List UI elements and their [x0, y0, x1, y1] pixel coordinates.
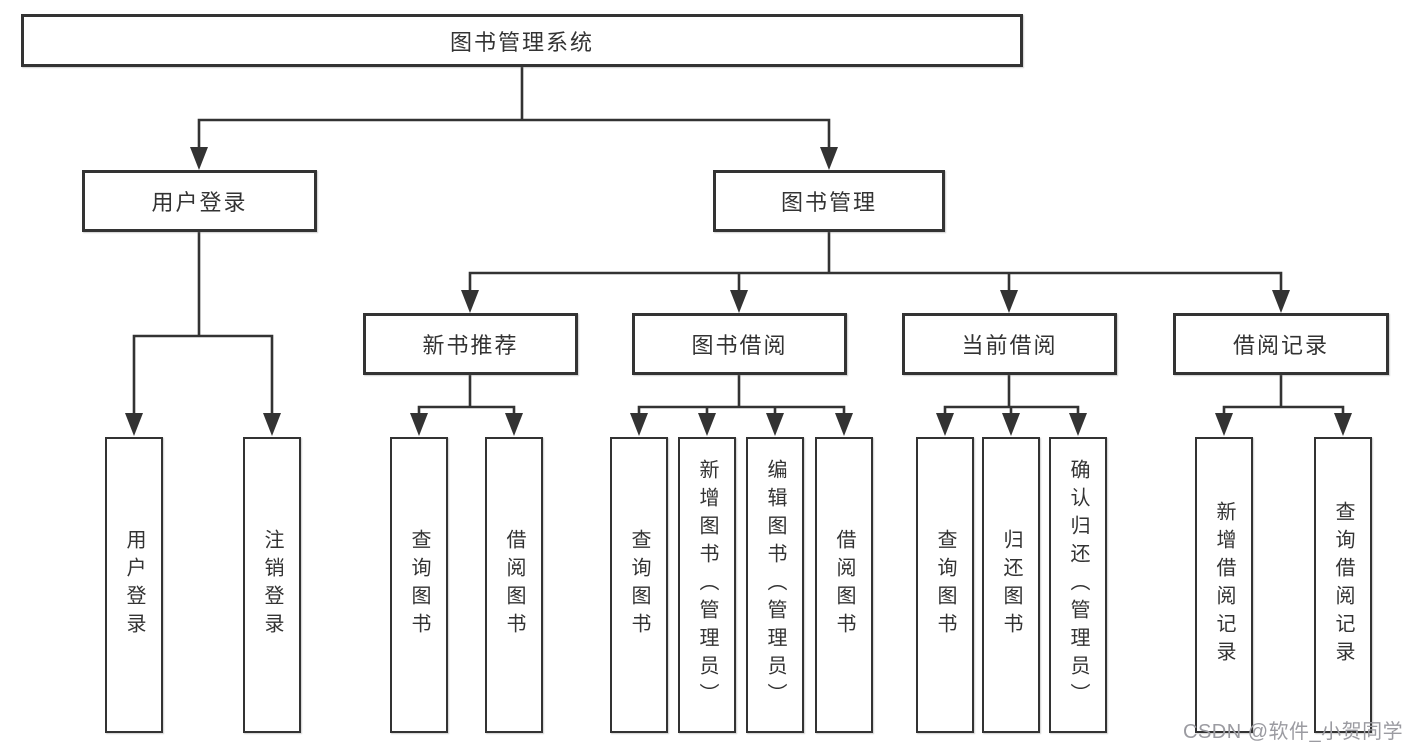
node-library-system: 图书管理系统: [21, 14, 1023, 67]
leaf-add-books-admin: 新增图书（管理员）: [678, 437, 736, 733]
leaf-borrow-books-label: 借阅图书: [833, 529, 855, 641]
node-book-management-label: 图书管理: [780, 190, 877, 215]
leaf-borrow-books-recommend-label: 借阅图书: [503, 529, 525, 641]
leaf-query-books-recommend-label: 查询图书: [408, 529, 430, 641]
node-book-borrowing-label: 图书借阅: [691, 333, 788, 358]
leaf-edit-books-admin: 编辑图书（管理员）: [746, 437, 804, 733]
leaf-edit-books-admin-label: 编辑图书（管理员）: [764, 459, 786, 711]
leaf-user-login: 用户登录: [105, 437, 163, 733]
leaf-return-books-label: 归还图书: [1000, 529, 1022, 641]
node-library-system-label: 图书管理系统: [449, 29, 594, 55]
node-current-borrowing-label: 当前借阅: [961, 333, 1058, 358]
node-borrowing-records-label: 借阅记录: [1232, 333, 1329, 358]
leaf-query-books-current-label: 查询图书: [934, 529, 956, 641]
leaf-query-books-current: 查询图书: [916, 437, 974, 733]
leaf-logout: 注销登录: [243, 437, 301, 733]
node-new-book-recommendation-label: 新书推荐: [422, 333, 519, 358]
node-new-book-recommendation: 新书推荐: [363, 313, 578, 375]
node-book-borrowing: 图书借阅: [632, 313, 847, 375]
leaf-add-borrow-record: 新增借阅记录: [1195, 437, 1253, 733]
leaf-return-books: 归还图书: [982, 437, 1040, 733]
leaf-query-books-borrow: 查询图书: [610, 437, 668, 733]
node-book-management: 图书管理: [713, 170, 945, 232]
node-user-login-label: 用户登录: [151, 190, 248, 215]
leaf-logout-label: 注销登录: [261, 529, 283, 641]
leaf-query-books-recommend: 查询图书: [390, 437, 448, 733]
arrowhead-icons: [125, 147, 1352, 436]
leaf-add-borrow-record-label: 新增借阅记录: [1213, 501, 1235, 669]
node-current-borrowing: 当前借阅: [902, 313, 1117, 375]
leaf-borrow-books-recommend: 借阅图书: [485, 437, 543, 733]
csdn-watermark: CSDN @软件_小贺同学: [1183, 721, 1404, 743]
leaf-confirm-return-admin: 确认归还（管理员）: [1049, 437, 1107, 733]
leaf-borrow-books: 借阅图书: [815, 437, 873, 733]
leaf-query-borrow-record: 查询借阅记录: [1314, 437, 1372, 733]
leaf-user-login-label: 用户登录: [123, 529, 145, 641]
leaf-add-books-admin-label: 新增图书（管理员）: [696, 459, 718, 711]
node-borrowing-records: 借阅记录: [1173, 313, 1389, 375]
node-user-login: 用户登录: [82, 170, 317, 232]
leaf-query-borrow-record-label: 查询借阅记录: [1332, 501, 1354, 669]
leaf-confirm-return-admin-label: 确认归还（管理员）: [1067, 459, 1089, 711]
leaf-query-books-borrow-label: 查询图书: [628, 529, 650, 641]
